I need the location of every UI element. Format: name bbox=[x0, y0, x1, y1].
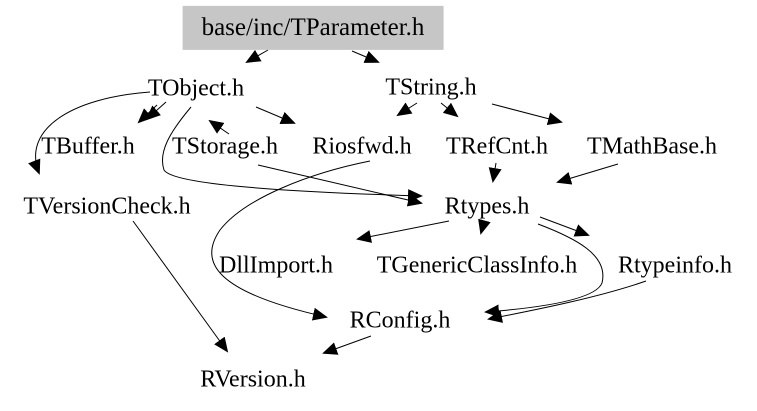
edge-TVersionCheck-to-RVersion bbox=[132, 220, 229, 353]
graph-node-Rtypeinfo[interactable]: Rtypeinfo.h bbox=[618, 252, 732, 279]
graph-node-TString[interactable]: TString.h bbox=[385, 74, 477, 101]
graph-node-TBuffer[interactable]: TBuffer.h bbox=[41, 133, 135, 160]
graph-node-TStorage[interactable]: TStorage.h bbox=[172, 133, 278, 160]
edge-Rtypes-to-Rtypeinfo bbox=[539, 216, 590, 237]
edge-Rtypes-to-TGenericClassInfo bbox=[478, 218, 491, 235]
edge-TStorage-to-TObject bbox=[208, 119, 230, 135]
graph-node-Rtypes[interactable]: Rtypes.h bbox=[444, 193, 530, 220]
edge-TObject-to-TBuffer bbox=[145, 101, 167, 121]
graph-node-TMathBase[interactable]: TMathBase.h bbox=[587, 133, 717, 160]
edge-Rtypeinfo-to-RConfig bbox=[487, 280, 647, 323]
graph-node-TObject[interactable]: TObject.h bbox=[147, 75, 245, 102]
edge-TObject-to-TBuffer bbox=[137, 104, 158, 124]
edge-Rtypes-to-RConfig bbox=[484, 223, 604, 318]
edge-TParameter-to-TString bbox=[351, 50, 380, 63]
graph-node-RConfig[interactable]: RConfig.h bbox=[349, 307, 451, 334]
edge-TParameter-to-TObject bbox=[245, 49, 269, 63]
graph-node-TRefCnt[interactable]: TRefCnt.h bbox=[446, 133, 548, 160]
graph-node-TParameter: base/inc/TParameter.h bbox=[182, 5, 444, 51]
edge-TString-to-Riosfwd bbox=[396, 102, 418, 117]
edge-TRefCnt-to-Rtypes bbox=[488, 162, 502, 183]
graph-node-RVersion[interactable]: RVersion.h bbox=[200, 366, 306, 393]
edge-TString-to-TMathBase bbox=[491, 103, 563, 126]
graph-node-DllImport[interactable]: DllImport.h bbox=[219, 252, 333, 279]
edge-TStorage-to-Rtypes bbox=[257, 164, 423, 207]
edge-TObject-to-Rtypes bbox=[162, 106, 423, 203]
edge-RConfig-to-RVersion bbox=[322, 335, 372, 355]
edge-TObject-to-Riosfwd bbox=[255, 106, 296, 124]
edge-TMathBase-to-Rtypes bbox=[556, 163, 619, 185]
include-edges bbox=[28, 49, 647, 355]
graph-node-TVersionCheck[interactable]: TVersionCheck.h bbox=[23, 193, 191, 220]
edge-Riosfwd-to-RConfig bbox=[211, 160, 371, 321]
edge-Rtypes-to-DllImport bbox=[356, 220, 450, 243]
graph-node-TGenericClassInfo[interactable]: TGenericClassInfo.h bbox=[376, 252, 578, 279]
edge-TString-to-TRefCnt bbox=[440, 102, 459, 118]
edge-TObject-to-TVersionCheck bbox=[28, 91, 151, 175]
graph-node-Riosfwd[interactable]: Riosfwd.h bbox=[312, 133, 412, 160]
